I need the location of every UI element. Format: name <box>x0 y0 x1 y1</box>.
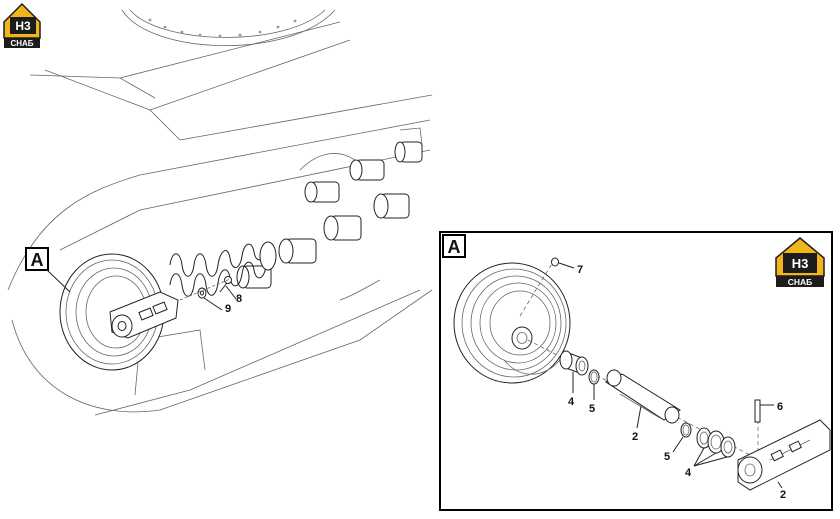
brand-logo-detail: Н3 СНАБ <box>775 237 825 287</box>
callout-1: 2 <box>632 431 638 443</box>
overview-undercarriage: A 9 8 <box>7 9 433 416</box>
callout-3: 4 <box>568 396 575 408</box>
callout-2: 2 <box>780 489 786 501</box>
callout-5-upper: 5 <box>589 403 595 415</box>
part-5-oring-lower <box>672 422 692 453</box>
part-4-seal-set <box>693 427 736 467</box>
callout-8: 8 <box>236 293 242 305</box>
callout-6: 6 <box>777 401 783 413</box>
overview-view-label: A <box>31 250 44 270</box>
overview-view-label-box: A <box>25 247 71 293</box>
part-7-plug <box>551 257 575 269</box>
logo-caption-text: СНАБ <box>10 39 33 48</box>
part-3-bushing <box>559 350 589 393</box>
part-2-bracket <box>737 419 831 491</box>
callout-5-lower: 5 <box>664 451 670 463</box>
track-rollers <box>236 127 423 301</box>
logo-detail-brand-text: Н3 <box>792 256 809 271</box>
part-1-shaft <box>604 369 681 429</box>
callout-9: 9 <box>225 303 231 315</box>
recoil-spring <box>169 241 277 297</box>
brand-logo-top: Н3 СНАБ <box>3 2 41 48</box>
overview-bolt-washer <box>179 276 237 311</box>
overview-idler-wheel <box>59 253 179 371</box>
detail-view-label: A <box>448 237 461 257</box>
logo-detail-caption-text: СНАБ <box>788 277 813 287</box>
logo-brand-text: Н3 <box>15 19 31 33</box>
callout-4: 4 <box>685 467 692 479</box>
part-5-oring-upper <box>588 369 600 400</box>
detail-idler-wheel <box>453 262 571 384</box>
part-6-pin <box>754 399 774 423</box>
detail-view-frame: A Н3 СНАБ 7 <box>439 231 833 511</box>
callout-7: 7 <box>577 264 583 276</box>
